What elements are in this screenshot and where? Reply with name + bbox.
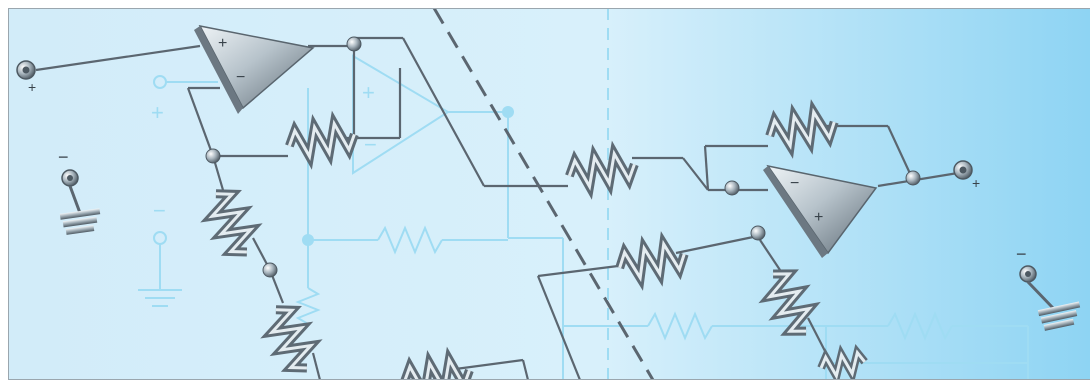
resistor-icon: [260, 305, 323, 373]
op-amp-minus-symbol: −: [790, 175, 799, 192]
resistor-icon: [285, 110, 359, 170]
resistor-icon: [400, 346, 474, 380]
ground-minus-symbol: −: [58, 147, 69, 167]
resistor-icon: [200, 189, 263, 257]
junction-icon: [750, 225, 766, 241]
terminal-plus-symbol: +: [972, 175, 980, 191]
junction-icon: [262, 262, 278, 278]
junction-icon: [346, 36, 362, 52]
ghost-minus-symbol: −: [153, 198, 166, 223]
ghost-ground-icon: [138, 289, 182, 307]
ghost-plus-symbol: +: [151, 100, 164, 125]
ghost-resistor-icon: [377, 225, 443, 255]
op-amp-plus-symbol: +: [218, 35, 227, 52]
resistor-icon: [758, 269, 821, 336]
ground-minus-symbol: −: [1016, 244, 1027, 264]
ghost-resistor-icon: [647, 311, 713, 341]
resistor-icon: [565, 140, 639, 200]
ground-icon: −: [1016, 244, 1081, 331]
op-amp-icon: + −: [194, 24, 315, 114]
dark-dashed-divider: [432, 8, 655, 380]
op-amp-plus-symbol: +: [814, 209, 823, 226]
ghost-symbols: + − + −: [151, 80, 377, 223]
terminal-icon: +: [953, 160, 980, 191]
ground-icon: −: [58, 147, 101, 235]
ghost-minus-symbol: −: [364, 132, 377, 157]
resistor-icon: [615, 231, 689, 291]
circuit-banner: + − + −: [8, 8, 1090, 380]
junction-icon: [205, 148, 221, 164]
banner-background: [8, 8, 1090, 380]
resistor-icon: [817, 343, 868, 380]
ghost-plus-symbol: +: [362, 80, 375, 105]
dark-wires: [35, 36, 959, 380]
terminal-icon: +: [16, 60, 36, 95]
ghost-resistor-icon: [887, 311, 953, 341]
junction-icon: [724, 180, 740, 196]
op-amp-minus-symbol: −: [236, 69, 245, 86]
junction-icon: [905, 170, 921, 186]
terminal-plus-symbol: +: [28, 79, 36, 95]
junction-nodes: [205, 36, 921, 278]
op-amp-icon: − +: [763, 164, 878, 258]
resistor-icon: [765, 99, 839, 159]
